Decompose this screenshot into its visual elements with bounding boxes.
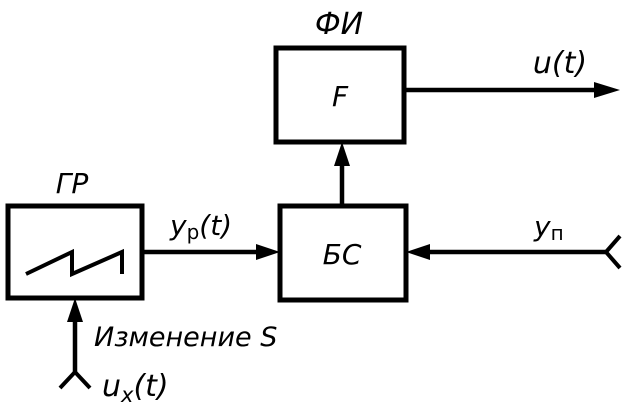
right-input-subscript: п [551,221,564,245]
gr-block-label: ГР [56,167,89,200]
bottom-input-symbol: u [102,369,121,404]
output-arrow: u(t) [404,46,620,98]
ramp-signal-subscript: р [187,220,200,244]
ramp-arrow: yр(t) [142,209,280,260]
fi-block-box [273,45,407,145]
control-label: Изменение S [94,322,277,353]
ramp-signal-symbol: y [169,209,187,242]
right-input-terminal [603,234,622,270]
bs-block: БС [277,203,409,303]
bottom-input-terminal [58,369,92,390]
bottom-input-subscript: x [120,383,134,407]
bottom-input-arrow: Изменение S ux(t) [58,298,277,407]
right-input-symbol: y [533,210,551,243]
bottom-input-label: ux(t) [102,369,169,407]
right-input-label: yп [533,210,564,245]
bottom-input-argument: (t) [133,369,168,404]
sawtooth-icon [25,248,124,278]
right-input-arrow: yп [406,210,622,270]
ramp-signal-label: yр(t) [169,209,232,244]
output-signal-label: u(t) [533,46,587,81]
fi-block-label: ФИ [315,7,363,42]
bs-to-fi-arrow [334,142,350,206]
fi-block-function: F [332,80,349,113]
bs-block-label: БС [323,238,362,271]
fi-block: ФИ F [273,7,407,145]
gr-block: ГР [5,167,145,301]
ramp-signal-argument: (t) [199,209,232,242]
